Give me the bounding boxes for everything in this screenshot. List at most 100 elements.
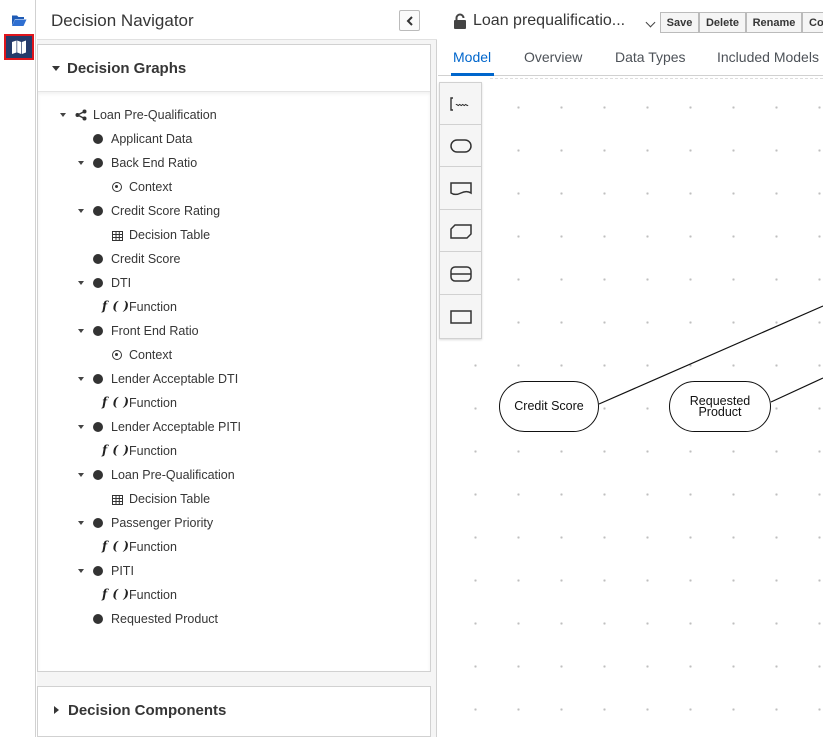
tree-item-lender-acceptable-dti[interactable]: Lender Acceptable DTI [38, 369, 428, 389]
navigator-header: Decision Navigator [37, 0, 437, 40]
tab-data-types[interactable]: Data Types [615, 49, 686, 65]
map-icon[interactable] [4, 34, 34, 60]
credit-score-connector[interactable] [598, 305, 823, 405]
tree-item-label: Function [129, 396, 177, 410]
caret-down-icon[interactable] [78, 161, 84, 165]
caret-down-icon[interactable] [78, 329, 84, 333]
tree-item-applicant-data[interactable]: Applicant Data [38, 129, 428, 149]
folder-open-icon[interactable] [4, 7, 34, 33]
tree-item-passenger-priority[interactable]: Passenger Priority [38, 513, 428, 533]
node-dot-icon [93, 206, 103, 216]
tree-item-function[interactable]: f ( )Function [38, 585, 428, 605]
rename-button[interactable]: Rename [746, 12, 802, 33]
function-icon: f ( ) [102, 395, 130, 409]
lock-icon [454, 13, 466, 29]
tree-item-context[interactable]: Context [38, 345, 428, 365]
share-icon [75, 109, 87, 121]
node-label: Credit Score [514, 399, 584, 413]
tree-item-label: Function [129, 588, 177, 602]
node-dot-icon [93, 614, 103, 624]
tree-item-label: Decision Table [129, 492, 211, 506]
tree-item-dti[interactable]: DTI [38, 273, 428, 293]
node-dot-icon [93, 470, 103, 480]
delete-button[interactable]: Delete [699, 12, 746, 33]
requested-product-connector[interactable] [770, 377, 823, 403]
decision-icon[interactable] [440, 296, 481, 338]
caret-down-icon[interactable] [78, 569, 84, 573]
tree-item-label: Function [129, 444, 177, 458]
tree-item-front-end-ratio[interactable]: Front End Ratio [38, 321, 428, 341]
tree-item-label: Lender Acceptable DTI [111, 372, 239, 386]
editor-area: Loan prequalificatio... Save Delete Rena… [438, 0, 823, 737]
tree-item-function[interactable]: f ( )Function [38, 297, 428, 317]
input-data-icon[interactable] [440, 125, 481, 167]
caret-right-icon [54, 706, 59, 714]
tree-item-decision-table[interactable]: Decision Table [38, 225, 428, 245]
node-dot-icon [93, 278, 103, 288]
tree-item-function[interactable]: f ( )Function [38, 441, 428, 461]
tab-model[interactable]: Model [453, 49, 492, 65]
save-button[interactable]: Save [660, 12, 699, 33]
caret-down-icon[interactable] [78, 281, 84, 285]
tree-item-label: Loan Pre-Qualification [111, 468, 235, 482]
tree-item-loan-pre-qualification[interactable]: Loan Pre-Qualification [38, 105, 428, 125]
knowledge-source-icon[interactable] [440, 168, 481, 210]
canvas-boundary [490, 78, 823, 79]
tree-item-label: PITI [111, 564, 134, 578]
decision-graphs-title: Decision Graphs [67, 59, 187, 77]
tree-item-context[interactable]: Context [38, 177, 428, 197]
caret-down-icon[interactable] [78, 425, 84, 429]
tree-item-label: Passenger Priority [111, 516, 214, 530]
node-dot-icon [93, 326, 103, 336]
caret-down-icon[interactable] [78, 377, 84, 381]
tree-item-lender-acceptable-piti[interactable]: Lender Acceptable PITI [38, 417, 428, 437]
node-dot-icon [93, 566, 103, 576]
decision-service-icon[interactable] [440, 253, 481, 295]
diagram-node-requested-product[interactable]: Requested Product [669, 381, 771, 432]
tree-item-loan-pre-qualification[interactable]: Loan Pre-Qualification [38, 465, 428, 485]
function-icon: f ( ) [102, 443, 130, 457]
text-annotation-icon[interactable] [440, 83, 481, 125]
decision-components-header[interactable]: Decision Components [38, 687, 430, 733]
tree-item-requested-product[interactable]: Requested Product [38, 609, 428, 629]
collapse-panel-button[interactable] [399, 10, 420, 31]
chevron-left-icon [406, 15, 413, 26]
caret-down-icon[interactable] [78, 473, 84, 477]
function-icon: f ( ) [102, 587, 130, 601]
navigator-title: Decision Navigator [51, 11, 194, 30]
table-icon [112, 494, 123, 505]
node-dot-icon [93, 374, 103, 384]
tree-item-function[interactable]: f ( )Function [38, 537, 428, 557]
active-tab-indicator [451, 73, 494, 76]
tree-item-label: Applicant Data [111, 132, 193, 146]
tree-item-function[interactable]: f ( )Function [38, 393, 428, 413]
tab-included-models[interactable]: Included Models [717, 49, 819, 65]
decision-components-title: Decision Components [68, 701, 227, 719]
connector-lines [598, 305, 823, 405]
tree-item-credit-score[interactable]: Credit Score [38, 249, 428, 269]
editor-tabs: Model Overview Data Types Included Model… [438, 42, 823, 76]
tree-item-label: Back End Ratio [111, 156, 198, 170]
decision-graphs-header[interactable]: Decision Graphs [38, 45, 430, 91]
tab-overview[interactable]: Overview [524, 49, 583, 65]
shape-palette [439, 82, 482, 339]
tree-item-credit-score-rating[interactable]: Credit Score Rating [38, 201, 428, 221]
node-label: Requested Product [689, 393, 751, 419]
business-knowledge-model-icon[interactable] [440, 210, 481, 252]
caret-down-icon[interactable] [78, 209, 84, 213]
table-icon [112, 230, 123, 241]
tree-item-label: Context [129, 180, 173, 194]
node-dot-icon [93, 134, 103, 144]
caret-down-icon[interactable] [78, 521, 84, 525]
tree-item-decision-table[interactable]: Decision Table [38, 489, 428, 509]
copy-button[interactable]: Co [802, 12, 823, 33]
tree-item-back-end-ratio[interactable]: Back End Ratio [38, 153, 428, 173]
tree-item-label: Loan Pre-Qualification [93, 108, 217, 122]
caret-down-icon[interactable] [60, 113, 66, 117]
tree-item-piti[interactable]: PITI [38, 561, 428, 581]
left-rail [0, 0, 36, 737]
tree-item-label: Credit Score [111, 252, 181, 266]
diagram-node-credit-score[interactable]: Credit Score [499, 381, 599, 432]
document-title[interactable]: Loan prequalificatio... [473, 12, 626, 29]
